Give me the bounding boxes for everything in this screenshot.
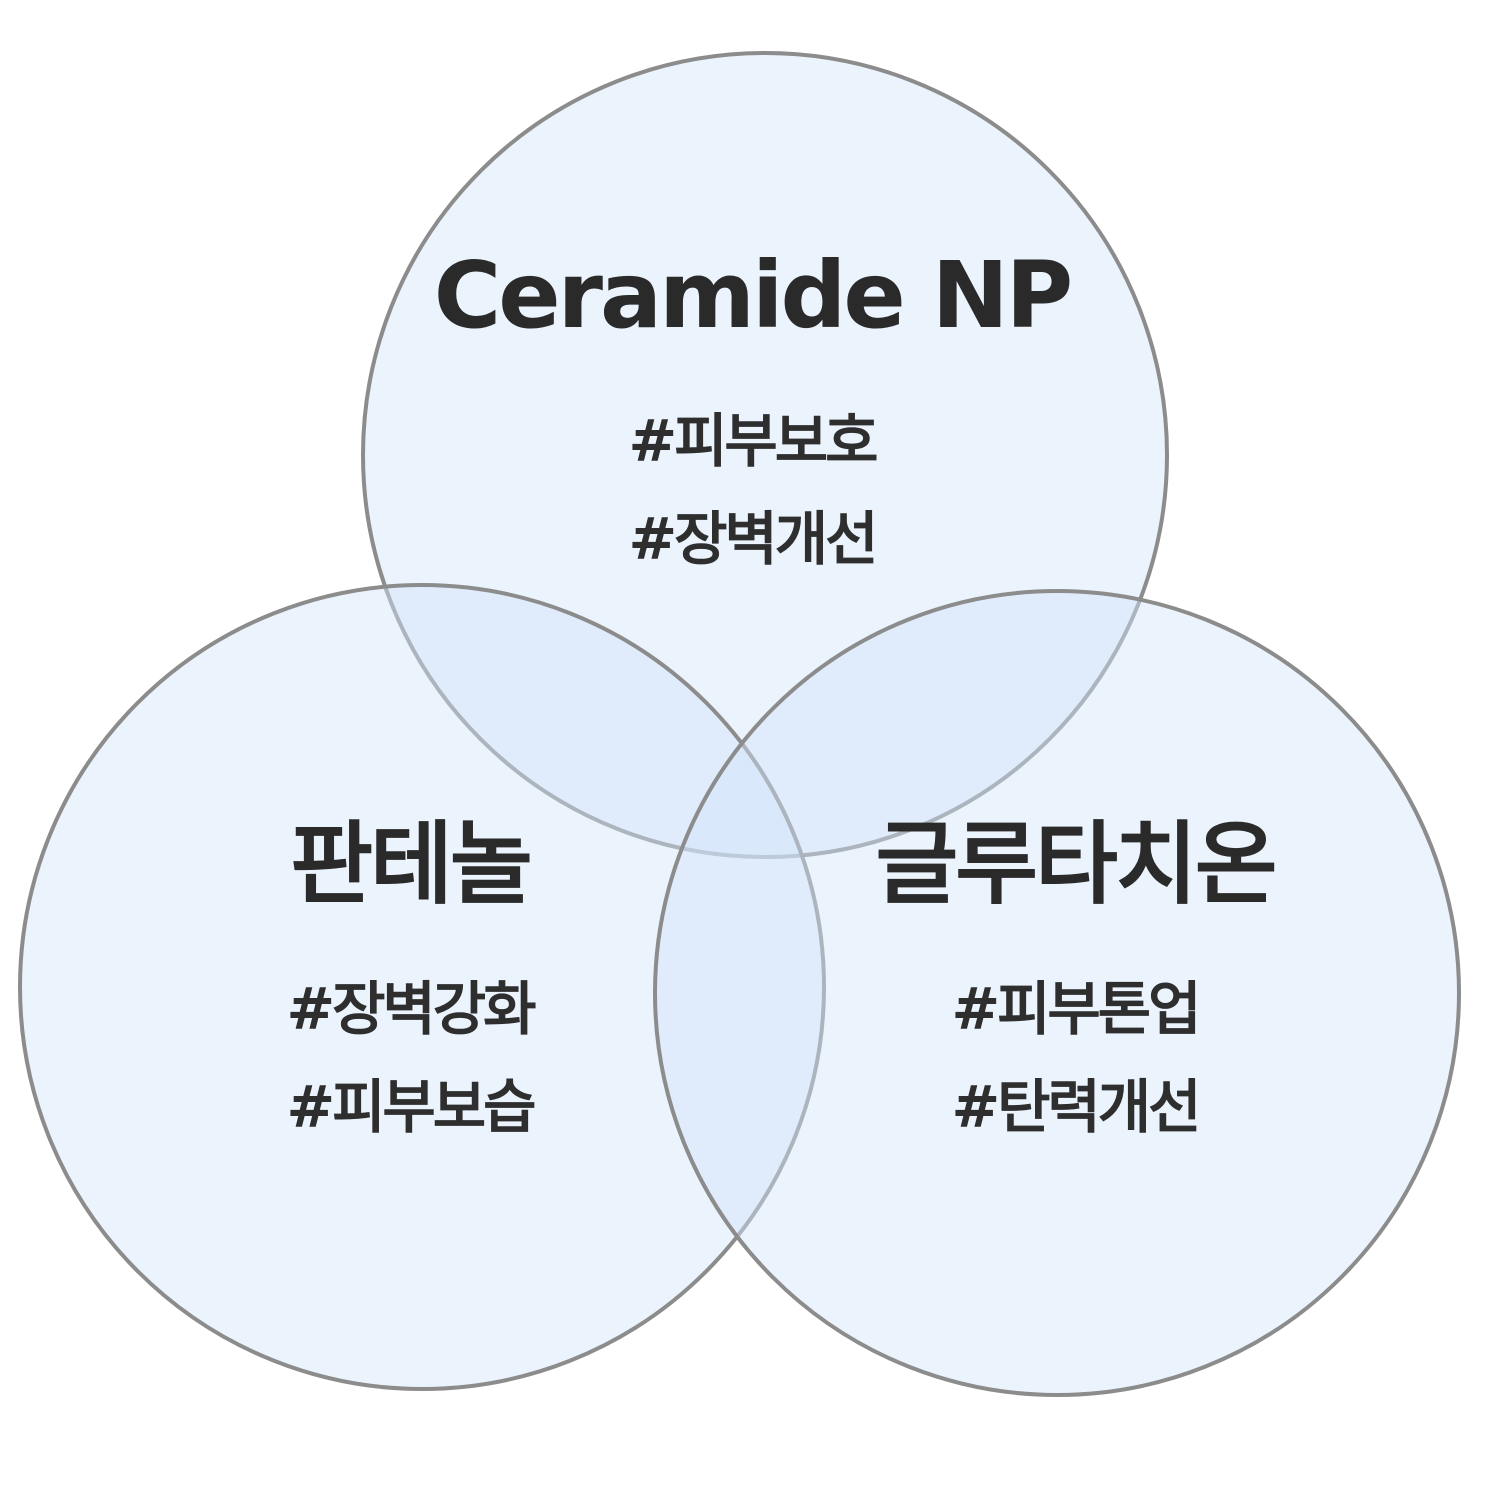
set-title-right: 글루타치온 <box>875 812 1278 917</box>
set-tag-left-1: #장벽강화 <box>286 975 536 1043</box>
set-label-left: 판테놀 #장벽강화 #피부보습 <box>286 812 536 1141</box>
set-title-top: Ceramide NP <box>433 242 1073 349</box>
set-tag-left-2: #피부보습 <box>286 1073 536 1141</box>
set-tag-right-2: #탄력개선 <box>951 1073 1201 1141</box>
set-label-top: Ceramide NP #피부보호 #장벽개선 <box>433 242 1073 573</box>
set-tag-top-1: #피부보호 <box>628 407 878 475</box>
set-tag-top-2: #장벽개선 <box>628 505 878 573</box>
circle-top <box>361 51 1169 859</box>
set-label-right: 글루타치온 #피부톤업 #탄력개선 <box>875 812 1278 1141</box>
circle-left <box>18 583 826 1391</box>
set-title-left: 판테놀 <box>290 812 532 917</box>
set-tag-right-1: #피부톤업 <box>951 975 1201 1043</box>
circle-right <box>653 589 1461 1397</box>
